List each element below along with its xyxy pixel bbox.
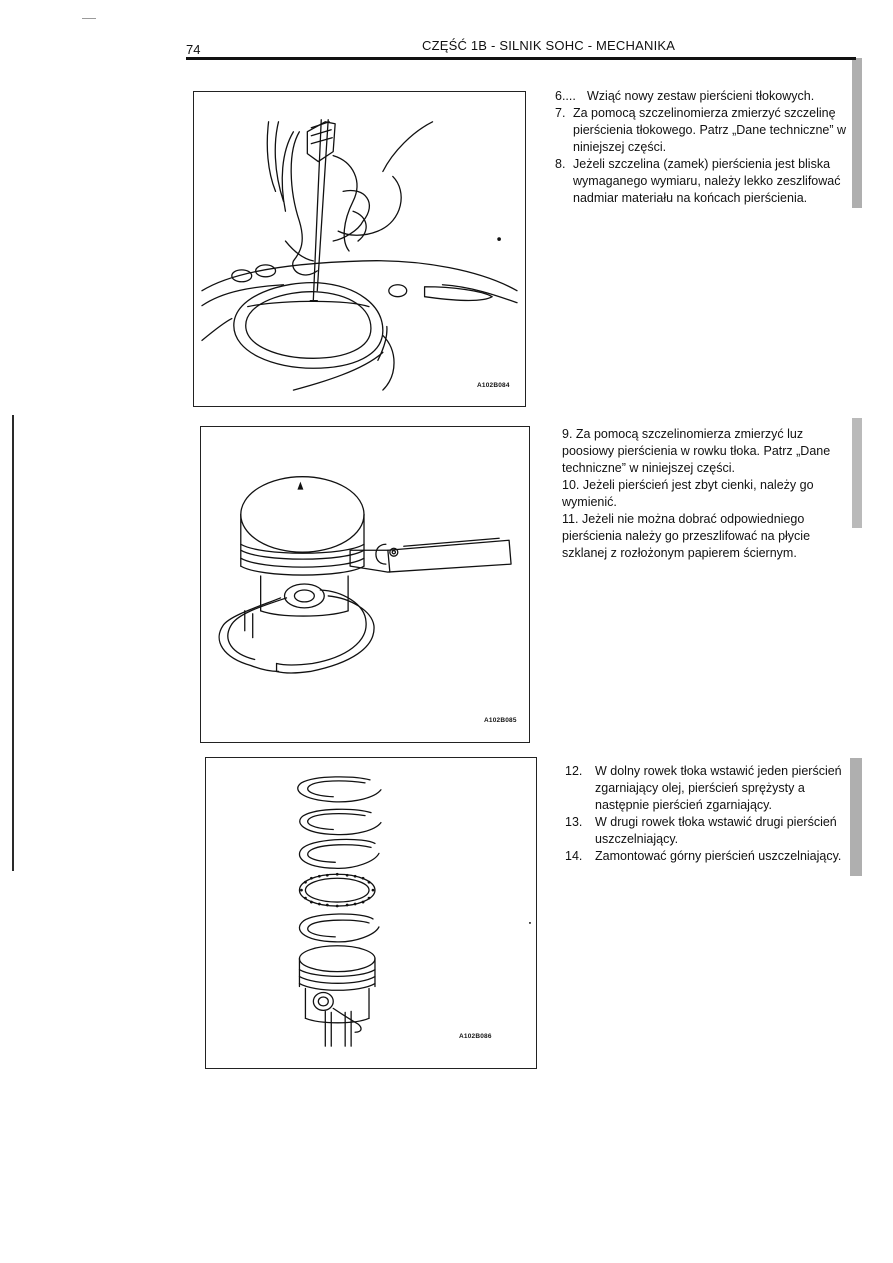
step-number: 14. — [565, 849, 583, 863]
step-text: Zamontować górny pierścień uszczelniając… — [595, 849, 842, 863]
step-item: 8. Jeżeli szczelina (zamek) pierścienia … — [555, 156, 857, 207]
figure-code: A102B086 — [459, 1033, 492, 1040]
step-text: Jeżeli szczelina (zamek) pierścienia jes… — [573, 157, 841, 205]
scan-margin-dash — [82, 18, 96, 19]
figure-code: A102B084 — [477, 382, 510, 389]
figure-ring-installation-order: A102B086 — [205, 757, 537, 1069]
step-item: 7. Za pomocą szczelinomierza zmierzyć sz… — [555, 105, 857, 156]
step-text: Wziąć nowy zestaw pierścieni tłokowych. — [587, 89, 815, 103]
steps-list-2: 9. Za pomocą szczelinomierza zmierzyć lu… — [562, 426, 857, 562]
step-text: W drugi rowek tłoka wstawić drugi pierśc… — [595, 815, 837, 846]
step-item: 10. Jeżeli pierścień jest zbyt cienki, n… — [562, 477, 857, 511]
step-number: 11. — [562, 512, 579, 526]
step-item: 13. W drugi rowek tłoka wstawić drugi pi… — [565, 814, 860, 848]
step-number: 13. — [565, 815, 583, 829]
scan-edge-artifact — [850, 758, 862, 876]
step-number: 9. — [562, 427, 573, 441]
step-item: 9. Za pomocą szczelinomierza zmierzyć lu… — [562, 426, 857, 477]
illustration-piston-ring-set — [297, 776, 531, 1047]
step-text: Za pomocą szczelinomierza zmierzyć luz p… — [562, 427, 831, 475]
step-text: W dolny rowek tłoka wstawić jeden pierśc… — [595, 764, 842, 812]
illustration-piston-ring-clearance — [218, 476, 512, 674]
steps-list-1: 6.... Wziąć nowy zestaw pierścieni tłoko… — [555, 88, 857, 207]
scan-edge-artifact — [852, 418, 862, 528]
step-text: Jeżeli pierścień jest zbyt cienki, należ… — [562, 478, 814, 509]
step-text: Jeżeli nie można dobrać odpowiedniego pi… — [562, 512, 811, 560]
page-header-title: CZĘŚĆ 1B - SILNIK SOHC - MECHANIKA — [422, 38, 676, 53]
steps-list-3: 12. W dolny rowek tłoka wstawić jeden pi… — [565, 763, 860, 865]
header-rule — [186, 57, 856, 60]
figure-ring-side-clearance: A102B085 — [200, 426, 530, 743]
step-item: 11. Jeżeli nie można dobrać odpowiednieg… — [562, 511, 857, 562]
scan-edge-artifact — [852, 58, 862, 208]
step-number: 12. — [565, 764, 583, 778]
step-number: 8. — [555, 157, 566, 171]
figure-code: A102B085 — [484, 717, 517, 724]
step-item: 12. W dolny rowek tłoka wstawić jeden pi… — [565, 763, 860, 814]
page-number: 74 — [186, 42, 201, 57]
illustration-feeler-gauge-ring-gap — [201, 119, 518, 391]
step-number: 6.... — [555, 89, 576, 103]
step-number: 7. — [555, 106, 566, 120]
step-text: Za pomocą szczelinomierza zmierzyć szcze… — [573, 106, 847, 154]
step-item: 6.... Wziąć nowy zestaw pierścieni tłoko… — [555, 88, 857, 105]
step-number: 10. — [562, 478, 580, 492]
step-item: 14. Zamontować górny pierścień uszczelni… — [565, 848, 860, 865]
figure-ring-gap-measurement: A102B084 — [193, 91, 526, 407]
scan-margin-line — [12, 415, 14, 871]
